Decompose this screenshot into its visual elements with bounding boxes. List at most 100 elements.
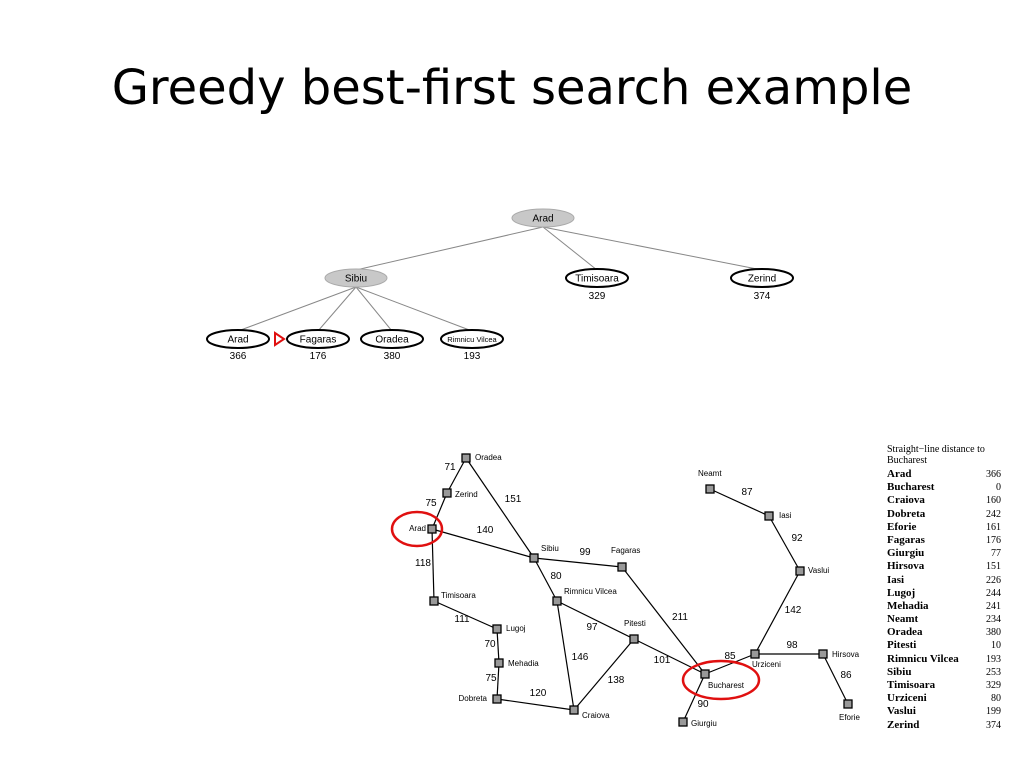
tree-edge-sibiu-fagaras — [317, 286, 357, 332]
tree-edge-sibiu-arad — [237, 286, 357, 332]
selection-arrow-icon — [274, 331, 286, 347]
tree-node-label: Rimnicu Vilcea — [447, 335, 497, 344]
heuristic-value: 329 — [589, 291, 606, 302]
city-marker-urziceni — [750, 649, 760, 659]
city-label-dobreta: Dobreta — [459, 694, 488, 703]
sld-distance-value: 374 — [986, 719, 1001, 731]
highlight-circle-bucharest — [681, 659, 761, 701]
heuristic-value: 176 — [310, 351, 327, 362]
road-distance-label: 75 — [425, 498, 437, 509]
road-oradea-zerind — [446, 457, 467, 494]
city-marker-iasi — [764, 511, 774, 521]
city-label-timisoara: Timisoara — [441, 591, 476, 600]
sld-distance-value: 176 — [986, 534, 1001, 546]
sld-distance-value: 329 — [986, 680, 1001, 691]
tree-edges — [237, 226, 763, 332]
sld-table-row: Giurgiu 77 — [887, 547, 1001, 560]
road-dobreta-craiova — [496, 698, 575, 711]
sld-distance-value: 0 — [996, 482, 1001, 494]
tree-node-label: Fagaras — [300, 335, 337, 346]
road-iasi-neamt — [709, 488, 770, 517]
city-marker-oradea — [461, 453, 471, 463]
city-label-arad: Arad — [409, 524, 426, 533]
city-marker-eforie — [843, 699, 853, 709]
road-distance-label: 99 — [579, 547, 591, 558]
road-distance-label: 80 — [550, 571, 562, 582]
sld-distance-value: 77 — [991, 548, 1001, 560]
sld-distance-value: 234 — [986, 614, 1001, 626]
heuristic-value: 374 — [754, 291, 771, 302]
tree-edge-sibiu-rimnicu — [355, 286, 473, 332]
road-distance-label: 146 — [572, 652, 589, 663]
road-bucharest-urziceni — [704, 653, 756, 675]
city-marker-zerind — [442, 488, 452, 498]
road-arad-sibiu — [431, 528, 535, 559]
city-marker-lugoj — [492, 624, 502, 634]
tree-node-label: Timisoara — [575, 274, 619, 285]
sld-distance-value: 151 — [986, 561, 1001, 573]
sld-city-name: Timisoara — [887, 679, 936, 691]
sld-distance-value: 80 — [991, 693, 1001, 705]
city-marker-neamt — [705, 484, 715, 494]
road-distance-label: 85 — [724, 651, 736, 662]
sld-distance-value: 241 — [986, 600, 1001, 612]
city-label-rimnicu: Rimnicu Vilcea — [564, 587, 617, 596]
city-marker-bucharest — [700, 669, 710, 679]
sld-city-name: Mehadia — [887, 599, 929, 612]
sld-city-name: Giurgiu — [887, 547, 925, 560]
sld-distance-value: 10 — [991, 640, 1001, 652]
sld-city-name: Arad — [887, 468, 912, 480]
tree-edge-arad-sibiu — [355, 226, 544, 271]
sld-distance-value: 253 — [986, 666, 1001, 678]
city-label-lugoj: Lugoj — [506, 624, 526, 633]
sld-distance-value: 160 — [986, 495, 1001, 507]
city-label-fagaras: Fagaras — [611, 546, 640, 555]
tree-node-rimnicu-vilcea: Rimnicu Vilcea 193 — [440, 329, 504, 362]
sld-city-name: Lugoj — [887, 586, 916, 599]
tree-node-label: Sibiu — [345, 274, 367, 285]
road-distance-label: 138 — [608, 675, 625, 686]
city-label-iasi: Iasi — [779, 511, 792, 520]
city-label-neamt: Neamt — [698, 469, 722, 478]
road-mehadia-dobreta — [496, 662, 500, 700]
road-distance-label: 142 — [785, 605, 802, 616]
tree-node-fagaras: Fagaras 176 — [286, 329, 350, 362]
road-zerind-arad — [431, 492, 448, 530]
city-label-zerind: Zerind — [455, 490, 478, 499]
heuristic-value: 380 — [384, 351, 401, 362]
sld-city-name: Dobreta — [887, 507, 926, 520]
road-distance-label: 86 — [840, 670, 852, 681]
city-marker-pitesti — [629, 634, 639, 644]
tree-node-label: Arad — [227, 335, 248, 346]
road-rimnicu-craiova — [556, 600, 575, 711]
city-marker-timisoara — [429, 596, 439, 606]
city-label-mehadia: Mehadia — [508, 659, 539, 668]
tree-edge-sibiu-oradea — [355, 286, 393, 332]
city-label-oradea: Oradea — [475, 453, 502, 462]
heuristic-value: 366 — [230, 351, 247, 362]
road-lugoj-mehadia — [496, 628, 500, 664]
road-distance-label: 98 — [786, 640, 798, 651]
sld-city-name: Iasi — [887, 573, 905, 586]
road-urziceni-vaslui — [754, 570, 801, 655]
sld-distance-value: 366 — [986, 469, 1001, 480]
city-marker-mehadia — [494, 658, 504, 668]
sld-distance-value: 161 — [986, 521, 1001, 533]
road-arad-timisoara — [431, 528, 435, 602]
road-distance-label: 70 — [484, 639, 496, 650]
tree-edge-arad-zerind — [542, 226, 763, 271]
sld-table-row: Arad 366 — [887, 468, 1001, 481]
tree-node-sibiu: Sibiu — [324, 268, 388, 288]
road-distance-label: 71 — [444, 462, 456, 473]
city-label-sibiu: Sibiu — [541, 544, 559, 553]
